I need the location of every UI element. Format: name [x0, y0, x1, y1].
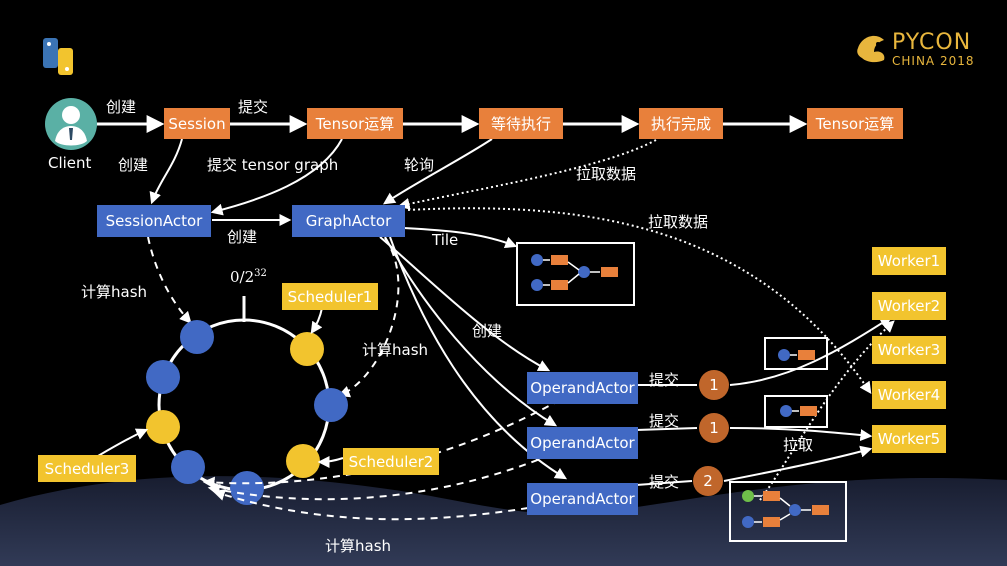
brand-subtitle: CHINA 2018: [892, 54, 975, 68]
mini-graph-chunk3: [742, 490, 829, 528]
label-submit-graph: 提交 tensor graph: [207, 156, 339, 174]
label-fetch-1: 拉取数据: [576, 165, 637, 183]
worker-3: Worker3: [872, 336, 946, 364]
brand-name: PYCON: [892, 30, 972, 55]
wait-box: 等待执行: [479, 108, 563, 139]
label-create-2: 创建: [118, 156, 149, 174]
mini-graph-tile: [531, 254, 618, 291]
hash-sessionactor-ring: [147, 236, 192, 324]
tensor-op-box: Tensor运算: [307, 108, 403, 139]
label-submit-c: 提交: [649, 473, 680, 491]
label-create-3: 创建: [227, 228, 258, 246]
label-hash-3: 计算hash: [325, 537, 392, 555]
arrow-badge1-worker2: [729, 316, 893, 386]
tile-graph-frame: [516, 242, 635, 306]
operand-actor-3: OperandActor: [527, 483, 638, 515]
tensor-result-box: Tensor运算: [807, 108, 903, 139]
label-submit-1: 提交: [238, 98, 269, 116]
label-tile: Tile: [432, 231, 459, 249]
label-fetch-2: 拉取数据: [648, 213, 709, 231]
label-create-1: 创建: [106, 98, 137, 116]
pull-worker2-chunk: [759, 320, 895, 501]
hash-operand3-ring: [212, 489, 529, 521]
ring-node-scheduler2: [286, 444, 320, 478]
ring-node-bottom: [230, 471, 264, 505]
chunk-graph-frame-1: [764, 337, 828, 370]
ring-origin-label: 0/232: [230, 268, 267, 286]
arrow-scheduler3-node: [97, 428, 149, 457]
worker-1: Worker1: [872, 247, 946, 275]
arrow-tensor-sessionactor: [210, 138, 343, 216]
client-label: Client: [48, 154, 92, 172]
chunk-graph-frame-2: [764, 395, 828, 428]
arrow-scheduler2-node: [317, 455, 344, 468]
arrow-session-sessionactor: [149, 138, 183, 205]
label-poll: 轮询: [404, 156, 435, 174]
ring-node-scheduler3: [146, 410, 180, 444]
badge-1b: 1: [699, 413, 729, 443]
badge-1a: 1: [699, 370, 729, 400]
arrow-scheduler1-node: [310, 307, 323, 334]
label-submit-a: 提交: [649, 371, 680, 389]
graph-actor-box: GraphActor: [292, 205, 405, 237]
arrow-operand3-badge: [635, 480, 693, 486]
mini-graph-chunk1: [778, 349, 815, 361]
label-pull: 拉取: [783, 436, 814, 454]
chunk-graph-frame-3: [729, 481, 847, 542]
arrow-operand2-badge: [635, 427, 698, 431]
done-box: 执行完成: [639, 108, 723, 139]
label-create-4: 创建: [472, 322, 503, 340]
python-logo-icon: [43, 38, 73, 75]
hash-graphactor-ring: [337, 237, 400, 398]
session-box: Session: [164, 108, 230, 139]
arrow-graphactor-operand1: [379, 236, 551, 372]
badge-2: 2: [693, 466, 723, 496]
ring-nodes: [146, 320, 348, 505]
worker-5: Worker5: [872, 425, 946, 453]
arrow-badge2-worker5: [729, 427, 873, 442]
background-hills: [0, 476, 1007, 566]
arrow-graphactor-tile: [403, 227, 518, 249]
mini-graph-chunk2: [780, 405, 817, 417]
operand-actor-1: OperandActor: [527, 372, 638, 404]
scheduler-1: Scheduler1: [282, 283, 378, 310]
operand-actor-2: OperandActor: [527, 427, 638, 459]
label-submit-b: 提交: [649, 412, 680, 430]
ring-node-scheduler1: [290, 332, 324, 366]
arrow-fetch-worker4: [407, 207, 872, 394]
client-user-icon: [45, 98, 97, 150]
ring-node-bottom-left: [171, 450, 205, 484]
label-hash-2: 计算hash: [362, 341, 429, 359]
worker-2: Worker2: [872, 292, 946, 320]
session-actor-box: SessionActor: [97, 205, 211, 237]
ring-node-left: [146, 360, 180, 394]
scheduler-3: Scheduler3: [38, 455, 136, 482]
pycon-dragon-logo-icon: [857, 35, 885, 63]
ring-node-top-left: [180, 320, 214, 354]
ring-node-right: [314, 388, 348, 422]
hash-operand2-ring: [207, 454, 551, 501]
worker-4: Worker4: [872, 381, 946, 409]
scheduler-2: Scheduler2: [343, 448, 439, 475]
label-hash-1: 计算hash: [81, 283, 148, 301]
arrow-wait-graphactor: [382, 138, 493, 205]
arrow-badge3-worker5: [723, 445, 873, 482]
